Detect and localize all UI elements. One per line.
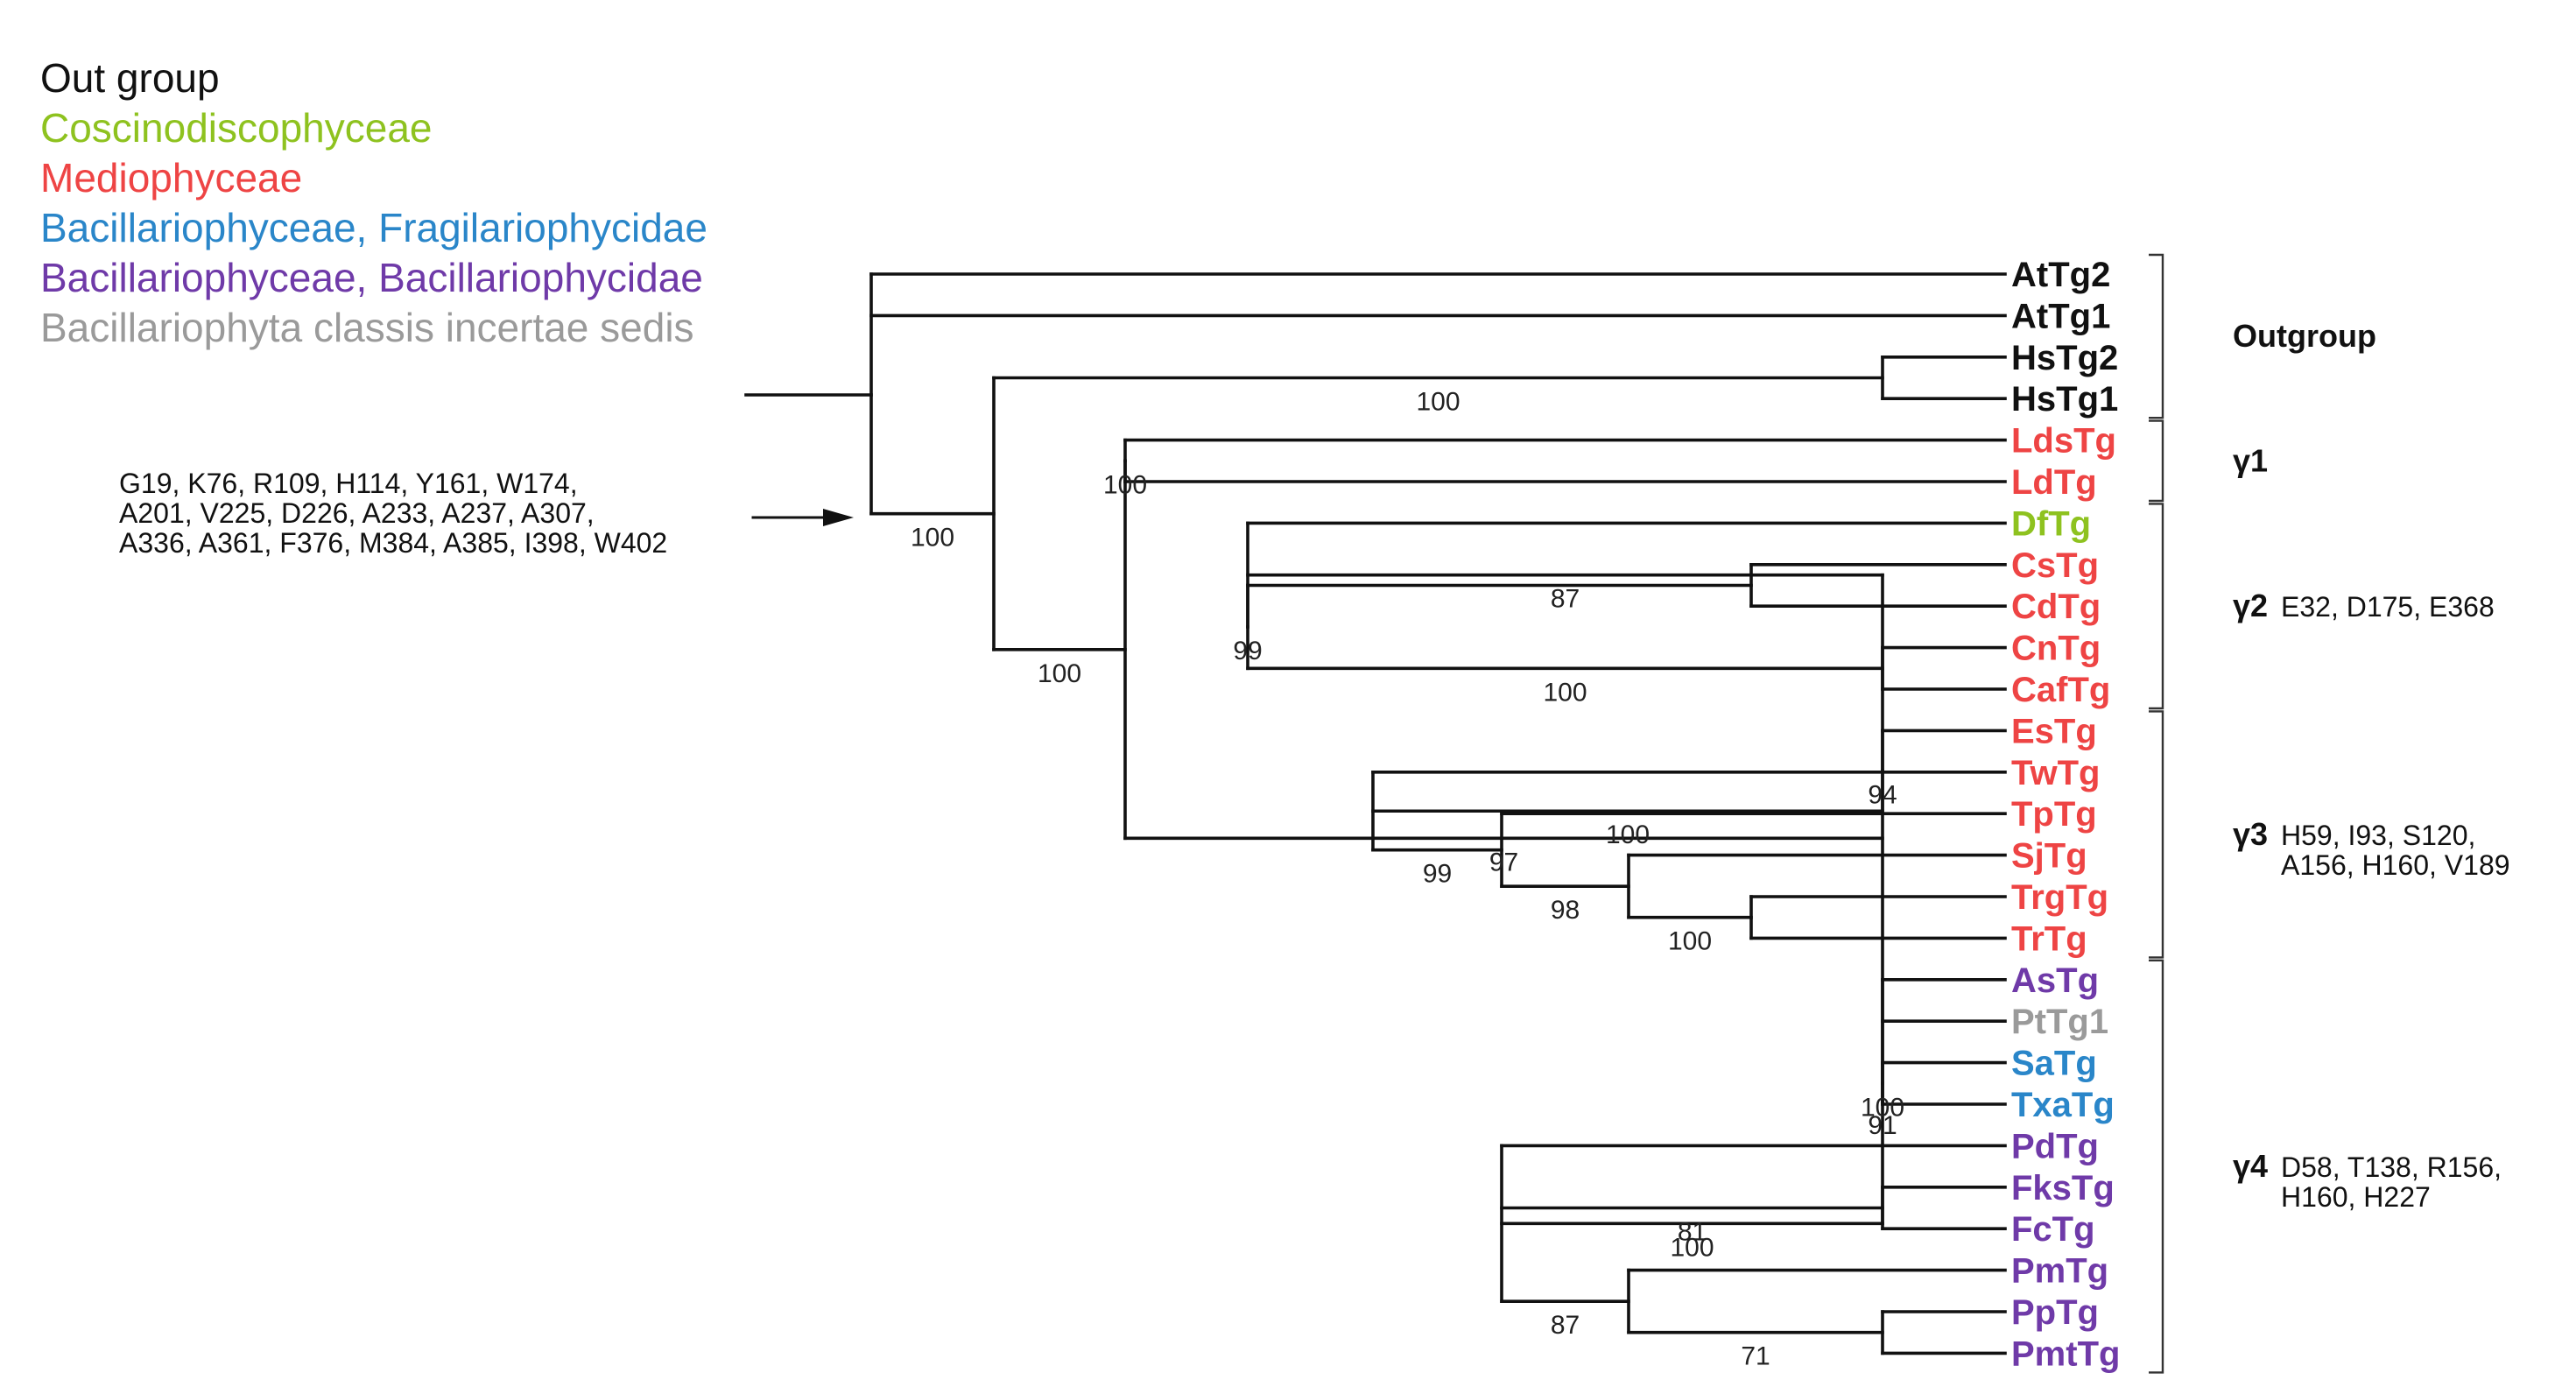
legend: Out group Coscinodiscophyceae Mediophyce…	[40, 55, 707, 350]
leaf-label: TxaTg	[2011, 1086, 2115, 1124]
leaf-label: TpTg	[2011, 795, 2097, 834]
leaf-label: CsTg	[2011, 546, 2099, 585]
clade-bracket	[2149, 253, 2164, 419]
clade-name: γ1	[2233, 442, 2268, 478]
bootstrap-value: 100	[1668, 927, 1712, 956]
bootstrap-value: 100	[1861, 1093, 1904, 1122]
bootstrap-value: 87	[1551, 1311, 1580, 1340]
root-mutations-line-1: G19, K76, R109, H114, Y161, W174,	[119, 468, 578, 499]
clade-mutations: H59, I93, S120,	[2281, 820, 2475, 851]
leaf-label: SaTg	[2011, 1045, 2097, 1083]
root-mutations-arrow-head	[823, 509, 854, 526]
root-mutations-annotation: G19, K76, R109, H114, Y161, W174, A201, …	[119, 468, 854, 559]
bootstrap-value: 97	[1489, 848, 1518, 877]
bootstrap-value: 99	[1423, 860, 1452, 889]
leaf-labels: AtTg2AtTg1HsTg2HsTg1LdsTgLdTgDfTgCsTgCdT…	[2011, 256, 2120, 1373]
clade-bracket	[2149, 710, 2164, 959]
leaf-label: FksTg	[2011, 1169, 2115, 1207]
leaf-label: PdTg	[2011, 1127, 2099, 1165]
bootstrap-value: 99	[1233, 637, 1262, 665]
legend-item-mediophyceae: Mediophyceae	[40, 155, 302, 201]
leaf-label: LdsTg	[2011, 422, 2116, 461]
leaf-label: SjTg	[2011, 837, 2087, 876]
clade-mutations: H160, H227	[2281, 1181, 2431, 1213]
clade-name: γ3	[2233, 816, 2268, 852]
clade-mutations: E32, D175, E368	[2281, 591, 2495, 623]
clade-name: γ2	[2233, 588, 2268, 623]
leaf-label: PtTg1	[2011, 1003, 2108, 1041]
clade-name: Outgroup	[2233, 318, 2376, 354]
tree-branches	[744, 272, 2007, 1355]
legend-item-coscinodiscophyceae: Coscinodiscophyceae	[40, 105, 433, 151]
bootstrap-value: 100	[1543, 678, 1587, 707]
bootstrap-value: 94	[1868, 780, 1897, 809]
leaf-label: PmtTg	[2011, 1334, 2120, 1373]
clade-groups: Outgroup γ1 γ2 E32, D175, E368 γ3 H59, I93, S…	[2149, 253, 2510, 1374]
bootstrap-value: 91	[1868, 1111, 1897, 1140]
legend-item-fragilariophycidae: Bacillariophyceae, Fragilariophycidae	[40, 205, 707, 250]
clade-bracket	[2149, 959, 2164, 1374]
leaf-label: TrTg	[2011, 919, 2087, 958]
clade-mutations: D58, T138, R156,	[2281, 1151, 2502, 1183]
leaf-label: CafTg	[2011, 671, 2110, 709]
bootstrap-value: 100	[1038, 659, 1081, 688]
clade-bracket	[2149, 503, 2164, 710]
leaf-label: HsTg2	[2011, 339, 2118, 377]
bootstrap-value: 71	[1741, 1342, 1770, 1371]
bootstrap-value: 87	[1551, 585, 1580, 614]
legend-item-incertae-sedis: Bacillariophyta classis incertae sedis	[40, 305, 694, 350]
bootstrap-value: 100	[1103, 470, 1147, 499]
bootstrap-value: 100	[1670, 1233, 1714, 1262]
clade-bracket	[2149, 419, 2164, 503]
clade-mutations: A156, H160, V189	[2281, 849, 2510, 881]
root-mutations-line-3: A336, A361, F376, M384, A385, I398, W402	[119, 527, 667, 559]
bootstrap-value: 81	[1678, 1218, 1707, 1247]
leaf-label: CnTg	[2011, 630, 2101, 668]
leaf-label: TrgTg	[2011, 878, 2108, 917]
bootstrap-value: 100	[1606, 820, 1650, 849]
leaf-label: HsTg1	[2011, 380, 2118, 419]
clade-name: γ4	[2233, 1148, 2268, 1184]
leaf-label: FcTg	[2011, 1210, 2095, 1249]
bootstrap-value: 100	[911, 524, 954, 553]
leaf-label: AtTg2	[2011, 256, 2110, 294]
leaf-label: PpTg	[2011, 1293, 2099, 1332]
leaf-label: EsTg	[2011, 712, 2097, 750]
leaf-label: AtTg1	[2011, 297, 2110, 335]
bootstrap-value: 98	[1551, 896, 1580, 925]
bootstrap-values: 1001001001009787991009410099981009110010…	[911, 388, 1904, 1371]
legend-item-bacillariophycidae: Bacillariophyceae, Bacillariophycidae	[40, 255, 703, 300]
leaf-label: AsTg	[2011, 961, 2099, 1000]
leaf-label: TwTg	[2011, 754, 2100, 792]
bootstrap-value: 100	[1416, 388, 1460, 417]
leaf-label: PmTg	[2011, 1252, 2108, 1291]
leaf-label: LdTg	[2011, 463, 2097, 502]
legend-item-outgroup: Out group	[40, 55, 220, 101]
root-mutations-line-2: A201, V225, D226, A233, A237, A307,	[119, 497, 595, 529]
leaf-label: DfTg	[2011, 504, 2091, 543]
leaf-label: CdTg	[2011, 588, 2101, 626]
